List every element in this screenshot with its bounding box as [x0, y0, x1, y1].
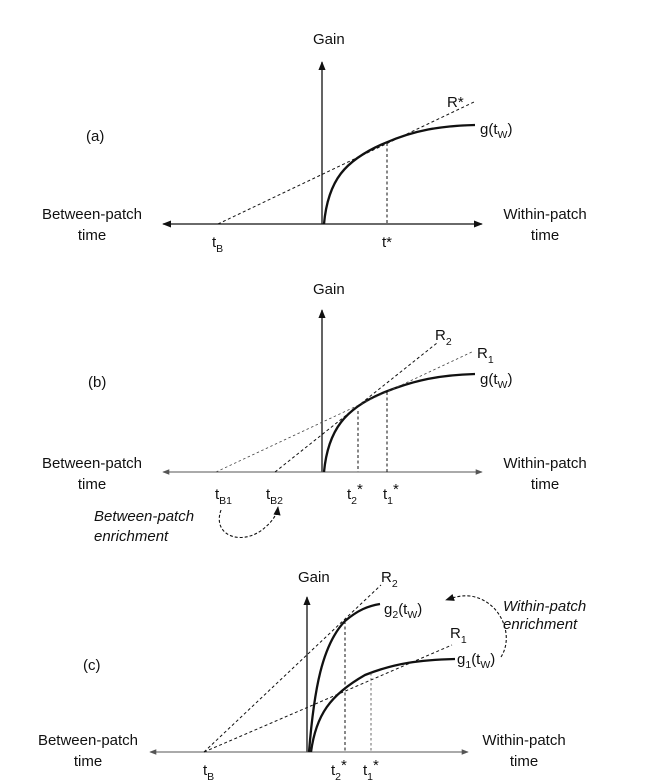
panel-b-rate-line-r1	[215, 350, 475, 473]
panel-a-within-label-1: Within-patch	[503, 206, 586, 223]
panel-b-rate-line-r2	[274, 342, 438, 473]
panel-c-within-label-1: Within-patch	[482, 732, 565, 749]
panel-b-tb1-label: tB1	[215, 486, 232, 507]
panel-c-gain-label: Gain	[298, 569, 330, 586]
panel-a-rate-line	[217, 101, 475, 225]
panel-c-rate-line-r2	[203, 584, 382, 753]
panel-b-between-label-1: Between-patch	[42, 455, 142, 472]
panel-a-tstar-label: t*	[382, 234, 392, 251]
panel-a: (a) Gain Between-patch time Within-patch…	[42, 31, 587, 255]
panel-b-between-label-2: time	[78, 476, 106, 493]
panel-c-between-label-2: time	[74, 753, 102, 770]
panel-c-r2-label: R2	[381, 569, 398, 590]
panel-c-rate-line-r1	[203, 644, 453, 753]
panel-b: (b) Gain Between-patch time Within-patch…	[42, 281, 587, 545]
panel-b-t1-label: t1*	[383, 481, 399, 507]
panel-b-r1-label: R1	[477, 345, 494, 366]
panel-a-between-label-1: Between-patch	[42, 206, 142, 223]
panel-c-t2-label: t2*	[331, 757, 347, 783]
panel-a-gain-label: Gain	[313, 31, 345, 48]
panel-a-label: (a)	[86, 128, 104, 145]
panel-b-tb2-label: tB2	[266, 486, 283, 507]
panel-c-t1-label: t1*	[363, 757, 379, 783]
panel-c-tb-label: tB	[203, 762, 214, 783]
panel-b-curve-label: g(tW)	[480, 371, 512, 391]
panel-a-rate-label: R*	[447, 94, 464, 111]
panel-b-r2-label: R2	[435, 327, 452, 348]
panel-a-tb-label: tB	[212, 234, 223, 255]
panel-c: (c) Gain Between-patch time Within-patch…	[38, 569, 586, 783]
panel-a-curve-label: g(tW)	[480, 121, 512, 141]
panel-b-enrichment-arrow	[218, 506, 281, 539]
panel-c-r1-label: R1	[450, 625, 467, 646]
panel-c-between-label-1: Between-patch	[38, 732, 138, 749]
panel-b-label: (b)	[88, 374, 106, 391]
panel-a-between-label-2: time	[78, 227, 106, 244]
panel-b-gain-label: Gain	[313, 281, 345, 298]
panel-b-note-line-2: enrichment	[94, 528, 169, 545]
panel-c-enrichment-arrow	[445, 594, 507, 658]
panel-b-within-label-2: time	[531, 476, 559, 493]
panel-b-t2-label: t2*	[347, 481, 363, 507]
panel-c-gain-curve-g2	[307, 602, 381, 753]
panel-b-note-line-1: Between-patch	[94, 508, 194, 525]
panel-c-within-label-2: time	[510, 753, 538, 770]
panel-c-note-line-2: enrichment	[503, 616, 578, 633]
panel-c-gain-curve-g1	[309, 657, 456, 753]
panel-a-within-label-2: time	[531, 227, 559, 244]
panel-b-within-label-1: Within-patch	[503, 455, 586, 472]
panel-a-gain-curve	[322, 123, 476, 225]
panel-c-note-line-1: Within-patch	[503, 598, 586, 615]
panel-c-label: (c)	[83, 657, 101, 674]
panel-c-g2-label: g2(tW)	[384, 601, 422, 621]
panel-c-g1-label: g1(tW)	[457, 651, 495, 671]
panel-b-gain-curve	[322, 372, 476, 473]
